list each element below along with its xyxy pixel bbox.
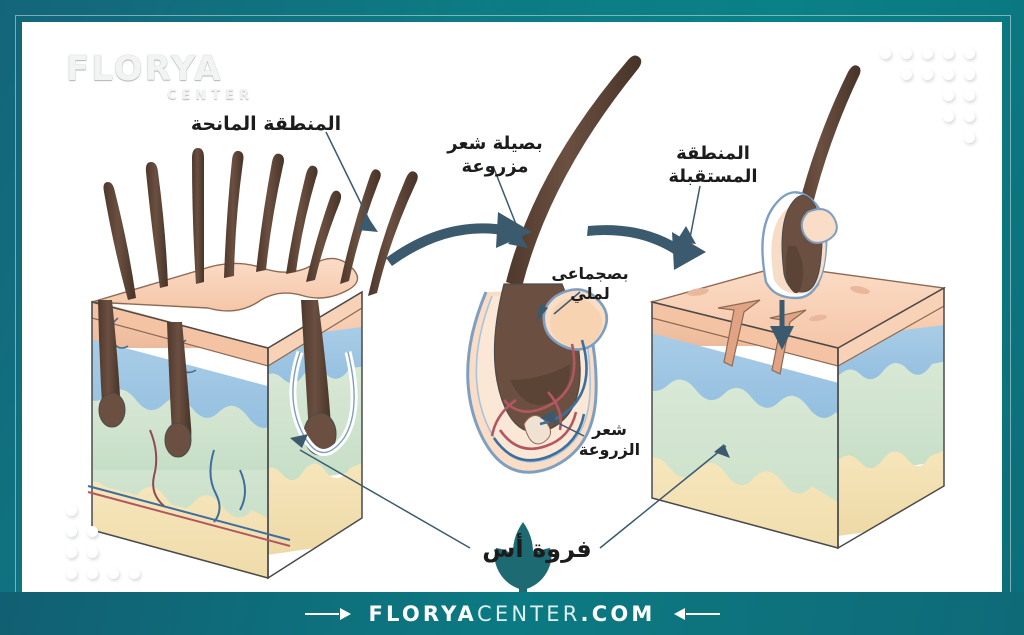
- donor-vessels: [87, 429, 291, 547]
- label-recipient-area: المنطقة المستقبلة: [668, 143, 758, 188]
- pointer-lines: [299, 131, 727, 549]
- arrow-right-icon: [304, 607, 351, 621]
- arrow-left-icon: [673, 607, 720, 621]
- label-sebaceous-gland: بصجماعى لملي: [551, 264, 629, 304]
- footer-url: FLORYACENTER.COM: [369, 602, 656, 626]
- scalp-plant-mark-icon: [494, 522, 552, 598]
- label-donor-area: المنطقة المانحة: [190, 113, 342, 135]
- logo-sub-text: CENTER: [166, 88, 254, 103]
- label-transplanted-hair: شعر الزروعة: [578, 420, 641, 460]
- footer-tld: .COM: [580, 601, 656, 626]
- label-scalp: فروة أس: [482, 535, 592, 563]
- footer-brand-light: CENTER: [477, 601, 581, 626]
- pointer-arrowheads: [290, 214, 730, 458]
- footer-brand-bold: FLORYA: [368, 601, 478, 626]
- label-transplanted-follicle: بصيلة شعر مزروعة: [447, 133, 543, 178]
- footer-bar: FLORYACENTER.COM: [0, 592, 1024, 635]
- florya-logo: FLORYA CENTER: [66, 52, 266, 108]
- logo-main-text: FLORYA: [66, 49, 223, 89]
- donor-follicle-shafts: [98, 300, 358, 458]
- implant-down-arrow: [770, 300, 794, 350]
- process-arrows: [386, 212, 706, 270]
